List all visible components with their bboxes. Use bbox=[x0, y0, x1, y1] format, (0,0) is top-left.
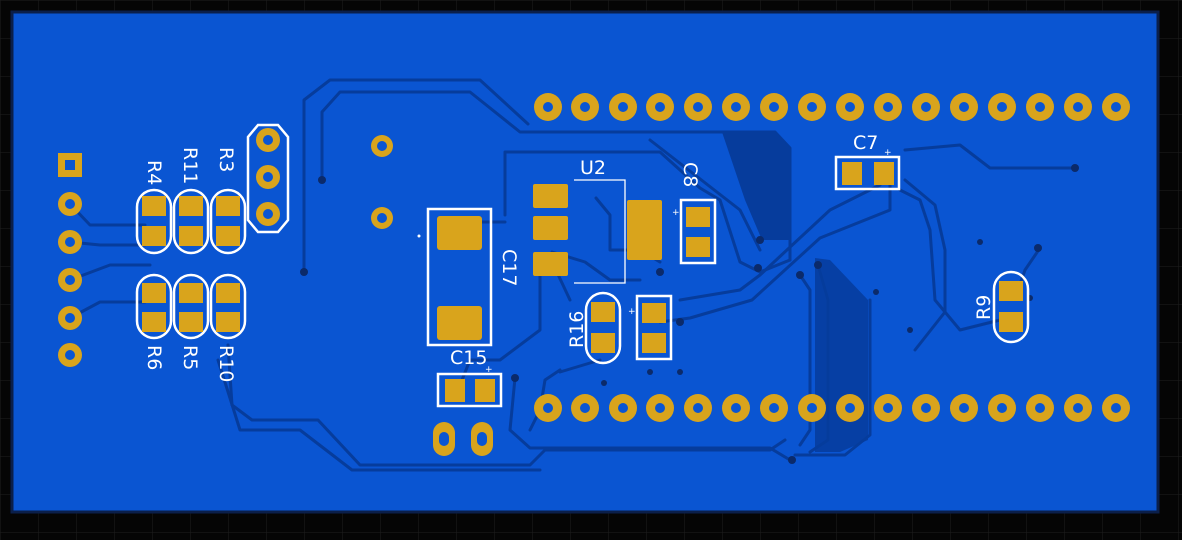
resistor-r10 bbox=[209, 273, 247, 340]
resistor-r16 bbox=[584, 291, 622, 365]
resistor-r5 bbox=[172, 273, 210, 340]
label-r6: R6 bbox=[143, 345, 165, 370]
capacitor-unlabeled bbox=[635, 294, 673, 361]
header-3pin bbox=[246, 123, 290, 234]
oval-pads bbox=[433, 422, 493, 456]
header-bottom bbox=[534, 394, 1130, 422]
vias bbox=[300, 164, 1079, 464]
label-c8-plus: + bbox=[672, 208, 680, 218]
label-r3: R3 bbox=[215, 147, 237, 172]
label-c15-plus: + bbox=[485, 365, 493, 375]
capacitor-c15 bbox=[436, 372, 503, 408]
header-left bbox=[58, 153, 82, 367]
label-r9: R9 bbox=[973, 295, 995, 320]
label-r16: R16 bbox=[566, 311, 588, 348]
ic-u2 bbox=[533, 179, 662, 284]
label-c7-plus: + bbox=[884, 148, 892, 158]
copper-traces bbox=[68, 78, 1077, 472]
label-r11: R11 bbox=[179, 147, 201, 184]
resistor-r3 bbox=[209, 188, 247, 255]
label-c15: C15 bbox=[450, 347, 487, 369]
resistor-r11 bbox=[172, 188, 210, 255]
label-r10: R10 bbox=[215, 345, 237, 382]
label-r4: R4 bbox=[143, 160, 165, 185]
capacitor-c17 bbox=[417, 207, 493, 347]
label-c8: C8 bbox=[679, 162, 701, 187]
header-top bbox=[534, 93, 1130, 121]
capacitor-c8 bbox=[679, 198, 717, 265]
capacitor-c7 bbox=[834, 155, 901, 191]
label-c7: C7 bbox=[853, 132, 878, 154]
label-c17: C17 bbox=[498, 249, 520, 286]
label-r5: R5 bbox=[179, 345, 201, 370]
resistor-r4 bbox=[135, 188, 173, 255]
resistor-r9 bbox=[992, 270, 1030, 344]
resistor-r6 bbox=[135, 273, 173, 340]
label-plus-r16: + bbox=[628, 307, 636, 317]
test-pads bbox=[371, 135, 393, 229]
label-u2: U2 bbox=[580, 157, 606, 179]
